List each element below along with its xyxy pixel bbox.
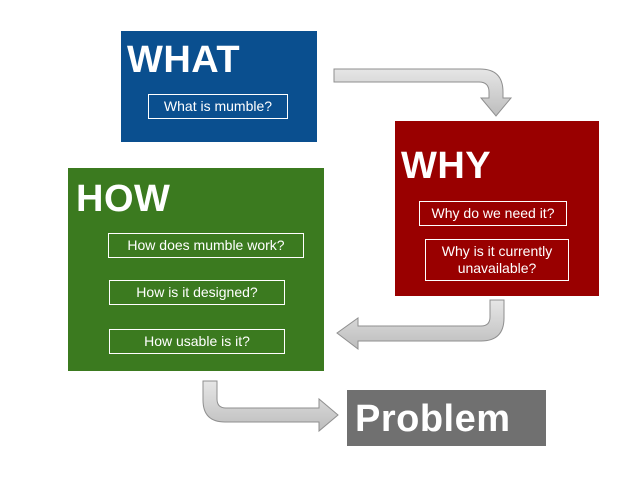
why-question-2: Why is it currently unavailable?: [425, 239, 569, 281]
why-question-1: Why do we need it?: [419, 201, 567, 226]
what-title: WHAT: [127, 39, 241, 81]
problem-title: Problem: [355, 398, 511, 440]
arrow-how-to-problem: [202, 380, 339, 433]
what-question-1: What is mumble?: [148, 94, 288, 119]
what-box: WHAT What is mumble?: [121, 31, 317, 142]
why-title: WHY: [401, 145, 492, 187]
how-question-1: How does mumble work?: [108, 233, 304, 258]
arrow-what-to-why: [333, 68, 513, 117]
how-box: HOW How does mumble work? How is it desi…: [68, 168, 324, 371]
why-box: WHY Why do we need it? Why is it current…: [395, 121, 599, 296]
how-question-2: How is it designed?: [109, 280, 285, 305]
how-question-3: How usable is it?: [109, 329, 285, 354]
problem-box: Problem: [347, 390, 546, 446]
how-title: HOW: [76, 178, 171, 220]
arrow-why-to-how: [336, 299, 505, 351]
